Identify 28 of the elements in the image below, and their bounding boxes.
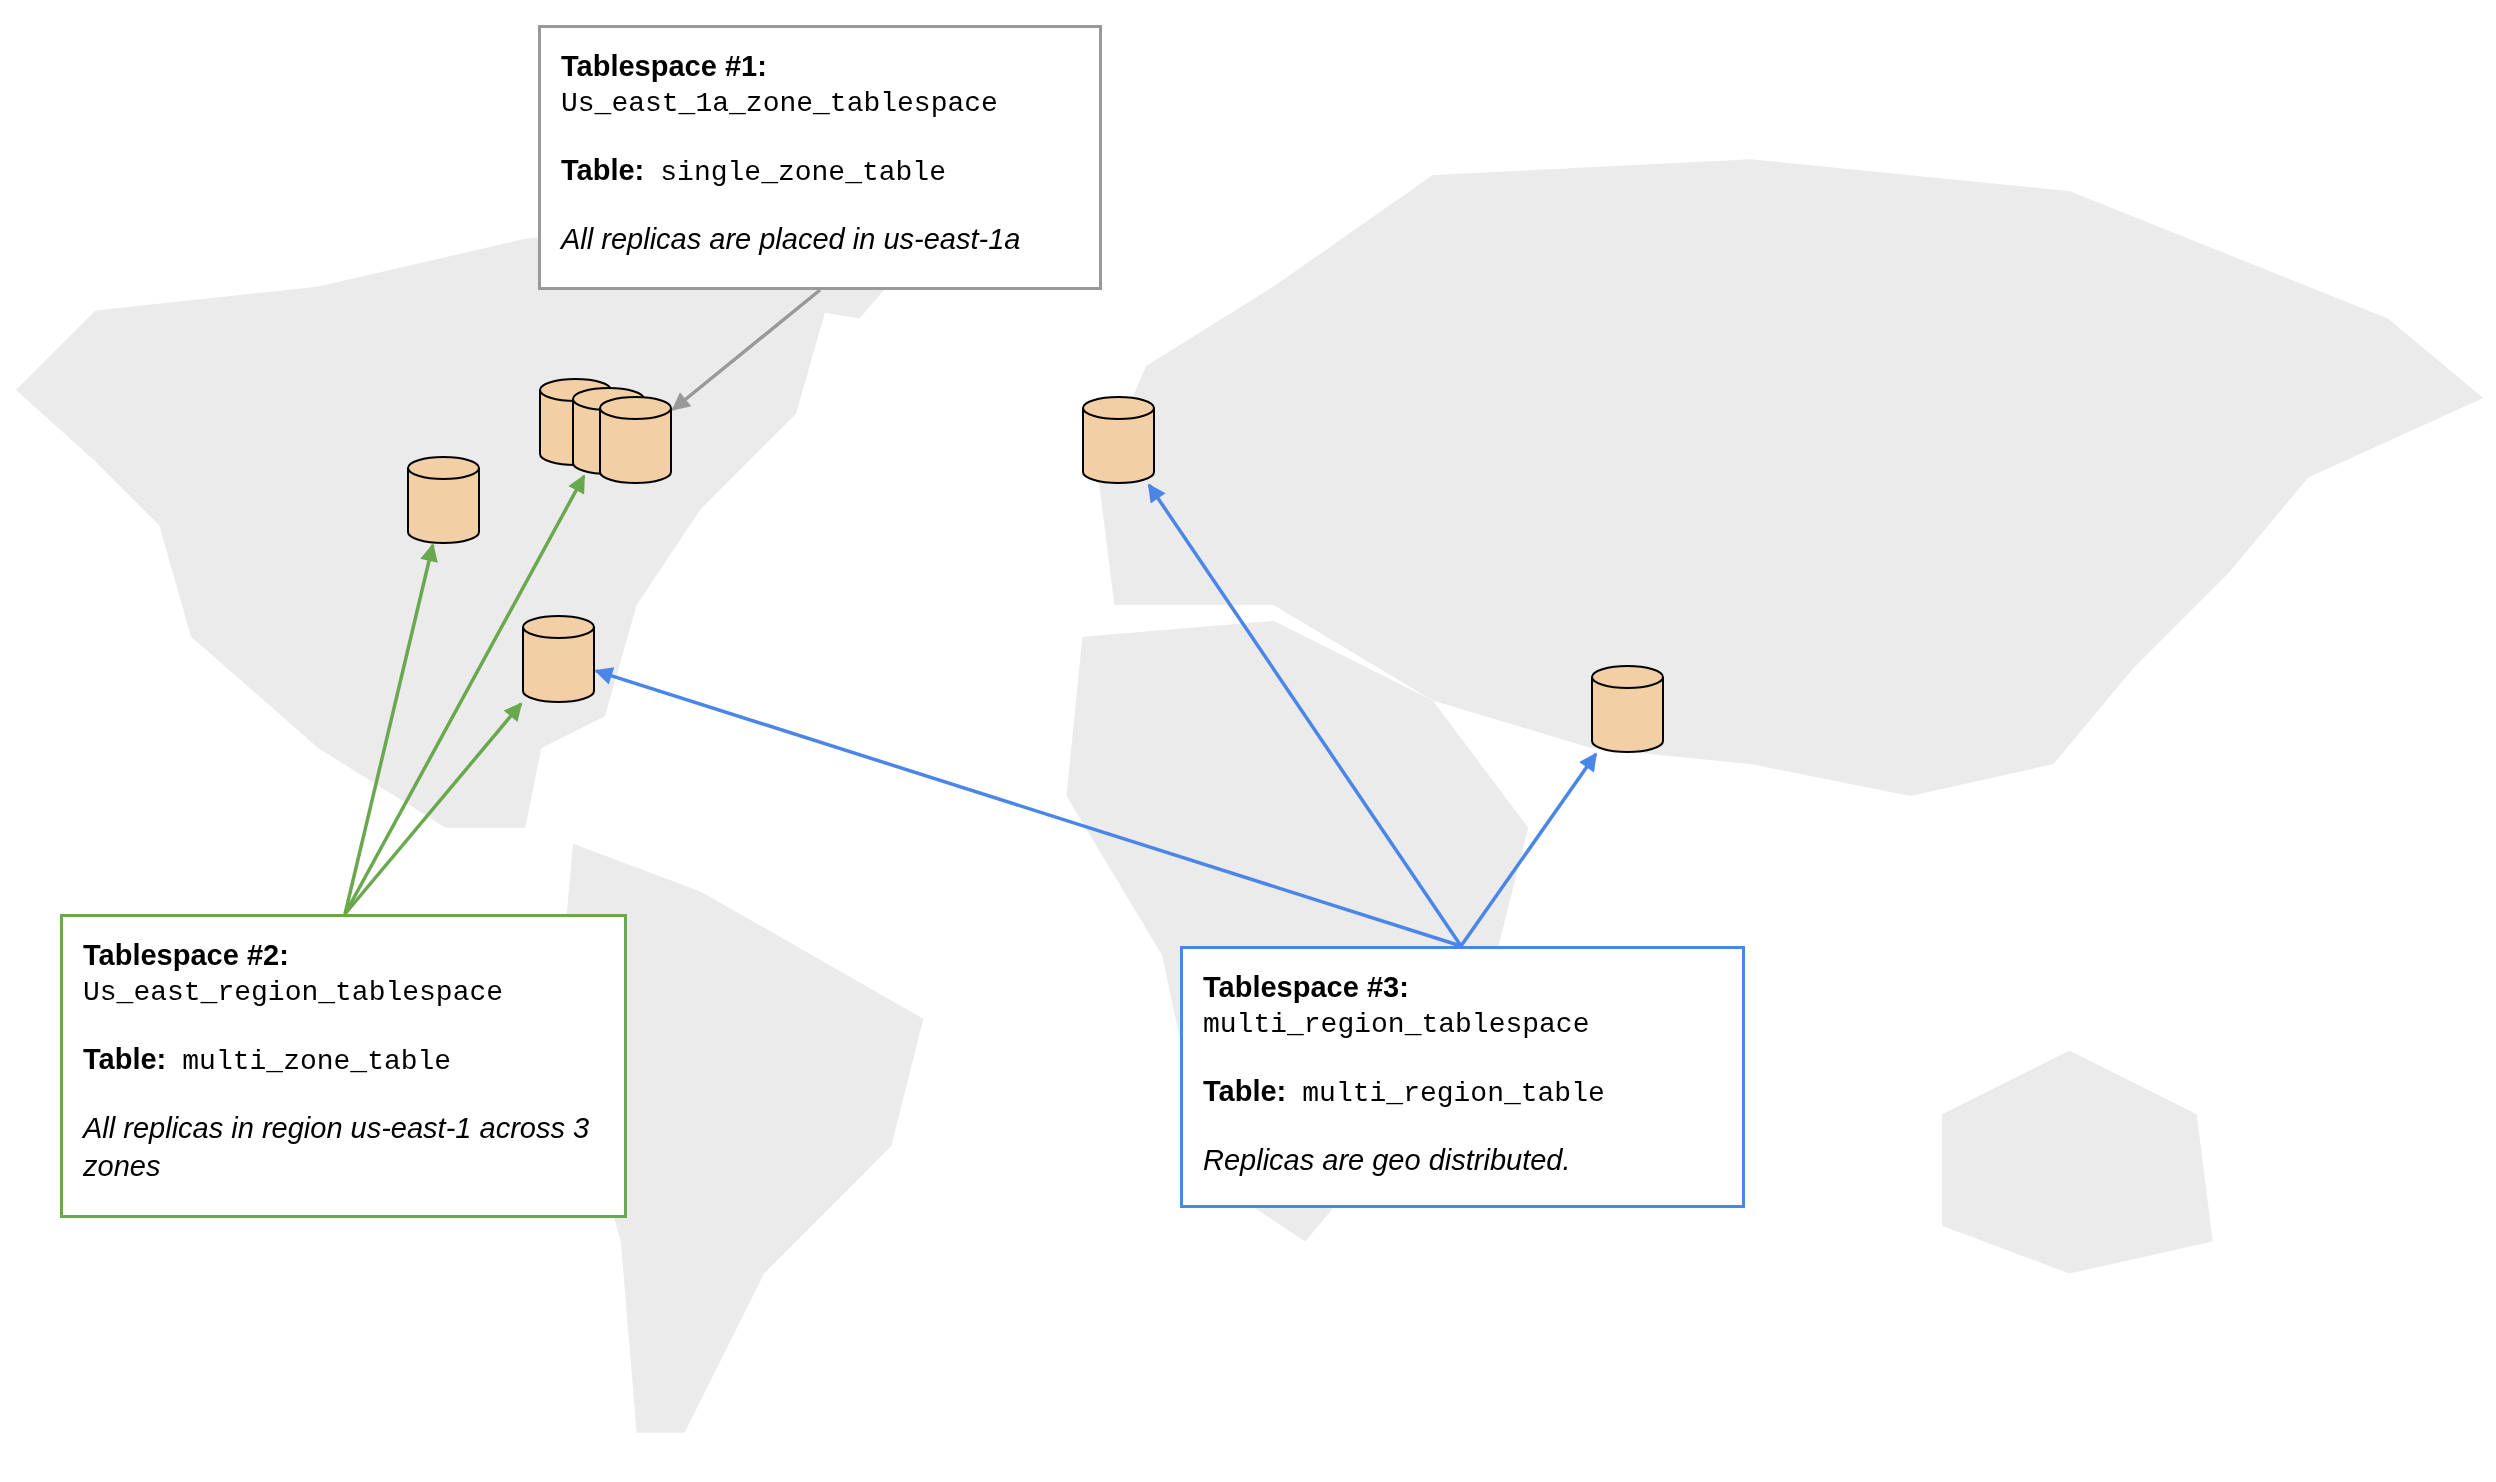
callout-box [1180,946,1745,1208]
table-name: multi_zone_table [182,1046,452,1078]
database-cylinder [1590,664,1665,754]
tablespace-heading: Tablespace #1: [561,49,768,84]
table-name: multi_region_table [1302,1078,1605,1110]
note-text: Replicas are geo distributed. [1203,1143,1572,1179]
database-cylinder [1081,395,1156,485]
tablespace-heading: Tablespace #3: [1203,970,1410,1005]
database-cylinder [521,614,596,704]
note-text: All replicas are placed in us-east-1a [561,222,1022,258]
arrow [343,474,586,915]
note-text: All replicas in region us-east-1 across 3 zones [83,1111,591,1185]
table-label: Table: [83,1043,167,1076]
callout-box [538,25,1102,290]
arrow [1459,752,1598,947]
tablespace-heading: Tablespace #2: [83,938,290,973]
tablespace-name: Us_east_region_tablespace [83,975,505,1010]
table-name: single_zone_table [660,157,946,189]
table-label: Table: [1203,1075,1287,1108]
arrow [1147,483,1463,947]
tablespace-name: Us_east_1a_zone_tablespace [561,86,999,121]
database-cylinder [406,455,481,545]
arrow [671,288,822,411]
database-cylinder [598,395,673,485]
tablespace-name: multi_region_tablespace [1203,1007,1591,1042]
arrow [343,543,438,915]
table-label: Table: [561,154,645,187]
callout-box [60,914,627,1218]
